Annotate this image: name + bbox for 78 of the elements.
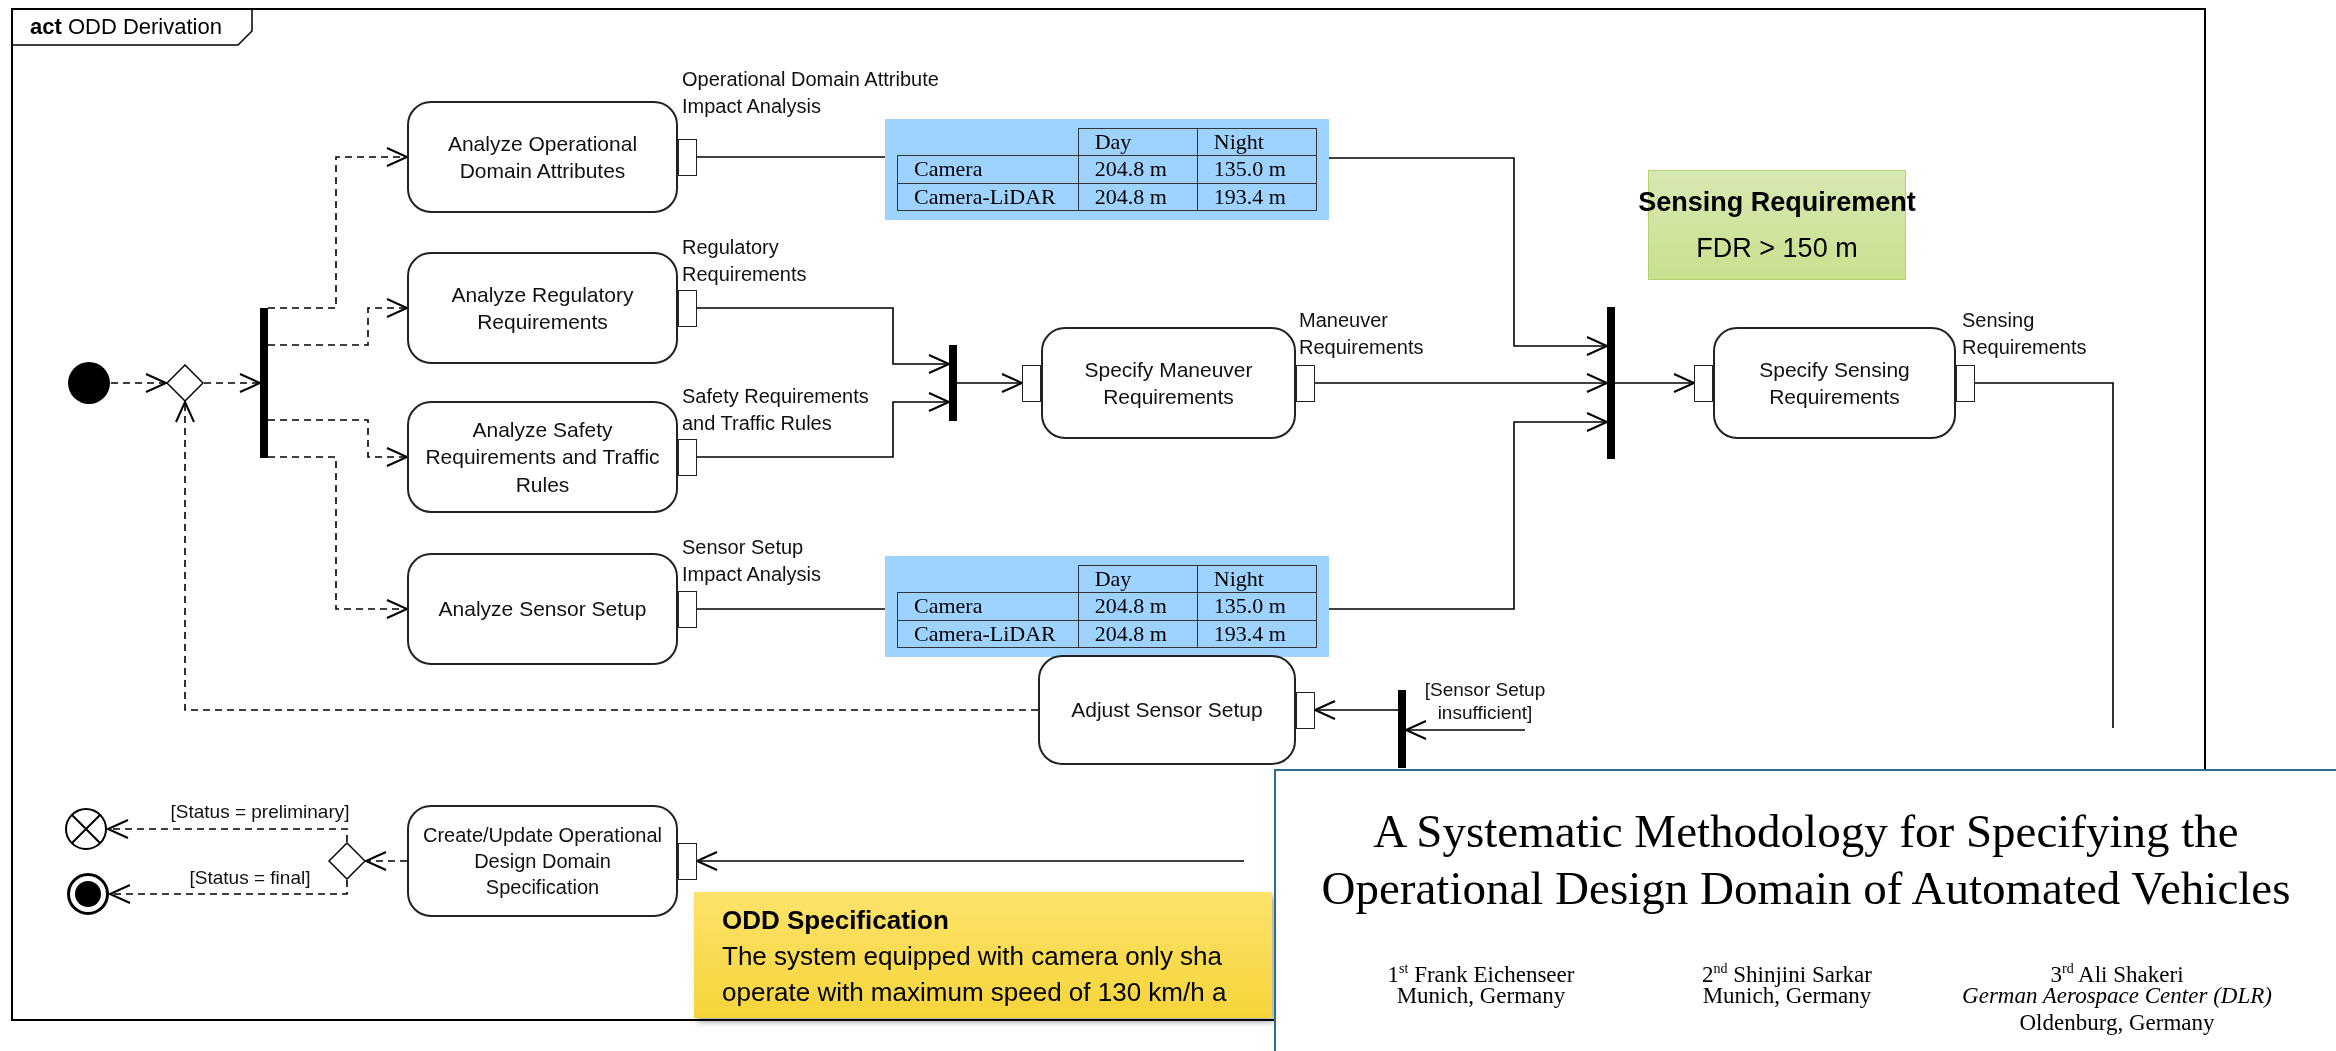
action-box: Specify Maneuver Requirements xyxy=(1041,327,1296,439)
action-box: Analyze Safety Requirements and Traffic Rules xyxy=(407,401,678,513)
arrow xyxy=(203,373,261,393)
arrow xyxy=(696,851,1245,871)
table-cell: 135.0 m xyxy=(1197,592,1317,621)
table-panel xyxy=(885,556,1329,657)
arrow xyxy=(956,373,1023,393)
action-box: Adjust Sensor Setup xyxy=(1038,655,1296,765)
frame-title: act ODD Derivation xyxy=(30,14,222,40)
table-cell: Night xyxy=(1197,565,1317,593)
action-box: Analyze Regulatory Requirements xyxy=(407,252,678,364)
table-cell: Night xyxy=(1197,128,1317,156)
note-text: operate with maximum speed of 130 km/h a xyxy=(722,976,1227,1009)
pin-label: Sensor Setup Impact Analysis xyxy=(682,535,822,587)
decision-diamond xyxy=(328,842,366,880)
initial-node xyxy=(67,361,111,405)
flow-line xyxy=(696,608,886,610)
arrow xyxy=(1314,373,1608,393)
table-cell: Camera xyxy=(897,592,1079,621)
flow-line xyxy=(696,156,886,158)
table-cell: 204.8 m xyxy=(1078,592,1198,621)
synchronization-bar xyxy=(1398,690,1406,768)
arrow xyxy=(267,419,408,467)
note-heading: ODD Specification xyxy=(722,904,949,937)
author-location: Oldenburg, Germany xyxy=(2018,1009,2216,1036)
arrow xyxy=(696,307,950,374)
arrow xyxy=(365,851,408,871)
edge-label: [Sensor Setup insufficient] xyxy=(1423,678,1547,724)
table-cell: Day xyxy=(1078,128,1198,156)
arrow xyxy=(1314,700,1399,720)
arrow xyxy=(696,392,950,458)
paper-title: A Systematic Methodology for Specifying the Operational Design Domain of Automated Vehicles xyxy=(1320,804,2292,916)
table-cell: Camera xyxy=(897,155,1079,184)
arrow xyxy=(1328,412,1608,610)
pin-label: Maneuver Requirements xyxy=(1299,308,1425,360)
action-box: Create/Update Operational Design Domain Specification xyxy=(407,805,678,917)
flow-line xyxy=(1974,382,2114,729)
arrow xyxy=(267,456,408,619)
note-text: FDR > 150 m xyxy=(1696,232,1858,264)
arrow xyxy=(1328,157,1608,356)
action-box: Analyze Sensor Setup xyxy=(407,553,678,665)
action-box: Specify Sensing Requirements xyxy=(1713,327,1956,439)
arrow xyxy=(110,373,167,393)
note-box xyxy=(694,892,1272,1018)
action-box: Analyze Operational Domain Attributes xyxy=(407,101,678,213)
table-cell: 193.4 m xyxy=(1197,183,1317,211)
arrow xyxy=(1614,373,1695,393)
author-name: 2$^{nd}$ Shinjini Sarkar xyxy=(1701,960,1873,987)
table-cell: 204.8 m xyxy=(1078,183,1198,211)
decision-diamond xyxy=(166,364,204,402)
table-panel xyxy=(885,119,1329,220)
edge-label: [Status = preliminary] xyxy=(169,800,351,823)
arrow xyxy=(107,819,348,843)
paper-title-panel xyxy=(1274,769,2336,1051)
table-cell: Day xyxy=(1078,565,1198,593)
table-cell: 204.8 m xyxy=(1078,620,1198,648)
table-cell: 193.4 m xyxy=(1197,620,1317,648)
table-cell: 135.0 m xyxy=(1197,155,1317,184)
arrow xyxy=(175,401,1039,711)
synchronization-bar xyxy=(260,308,268,458)
flow-final-node xyxy=(64,807,108,851)
note-text: The system equipped with camera only sha xyxy=(722,940,1223,973)
synchronization-bar xyxy=(949,345,957,421)
note-heading: Sensing Requirement xyxy=(1638,186,1916,218)
pin-label: Safety Requirements and Traffic Rules xyxy=(682,384,870,436)
table-cell: 204.8 m xyxy=(1078,155,1198,184)
synchronization-bar xyxy=(1607,307,1615,459)
edge-label: [Status = final] xyxy=(188,866,312,889)
pin-label: Regulatory Requirements xyxy=(682,235,808,287)
pin-label: Operational Domain Attribute Impact Analysis xyxy=(682,67,940,119)
pin-label: Sensing Requirements xyxy=(1962,308,2088,360)
arrow xyxy=(267,298,408,346)
arrow xyxy=(267,147,408,309)
final-node xyxy=(66,872,110,916)
table-cell: Camera-LiDAR xyxy=(897,620,1079,648)
table-cell: Camera-LiDAR xyxy=(897,183,1079,211)
arrow xyxy=(109,879,348,904)
arrow xyxy=(1405,720,1526,740)
